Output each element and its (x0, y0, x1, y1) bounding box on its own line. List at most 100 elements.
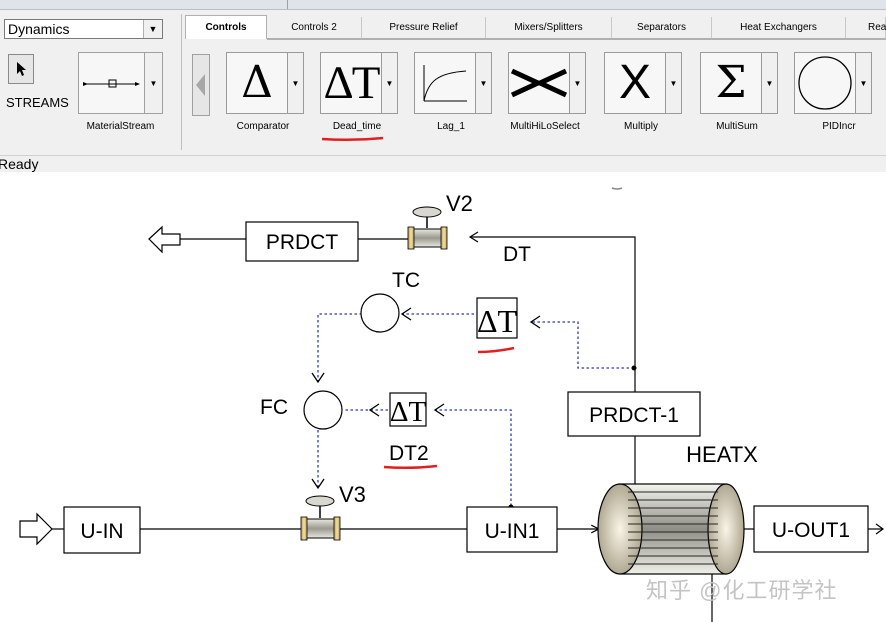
model-palette: Dynamics ▼ STREAMS ▼ MaterialStream Cont… (0, 0, 886, 155)
multi-hilo-select-label: MultiHiLoSelect (510, 121, 580, 132)
material-stream-block[interactable] (78, 52, 145, 114)
multiply-dropdown[interactable]: ▼ (666, 52, 682, 114)
pid-incr-dropdown[interactable]: ▼ (856, 52, 872, 114)
palette-scroll-left-button[interactable] (192, 54, 210, 116)
block-uout1-label: U-OUT1 (772, 519, 850, 542)
flowsheet-canvas[interactable]: PRDCT PRDCT-1 U-IN U-IN1 U-OUT1 (0, 172, 886, 622)
tab-heat-exchangers[interactable]: Heat Exchangers (712, 17, 846, 39)
valve-v2-label: V2 (446, 191, 473, 216)
chevron-down-icon[interactable]: ▼ (143, 20, 162, 38)
multi-hilo-select-block[interactable] (508, 52, 570, 114)
valve-v3[interactable]: V3 (300, 482, 366, 541)
highlight-underline-dt2 (383, 464, 438, 470)
tab-underline (267, 39, 886, 40)
stream-dt-arrow (468, 231, 479, 243)
block-uin1[interactable]: U-IN1 (466, 506, 558, 553)
dead-time-dt-symbol: ΔT (477, 303, 518, 339)
lag-block[interactable] (414, 52, 476, 114)
material-stream-icon (83, 79, 140, 88)
signal-lines (317, 313, 634, 506)
material-streams (52, 236, 885, 622)
block-uout1[interactable]: U-OUT1 (753, 505, 869, 553)
highlight-underline (321, 136, 384, 142)
controller-tc[interactable]: TC (360, 269, 420, 333)
multiply-icon: X (618, 56, 651, 109)
arrow-dt2-out (368, 403, 380, 417)
signal-prdct1-dt[interactable] (532, 321, 634, 369)
stream-dt[interactable] (470, 236, 636, 392)
controller-tc-label: TC (392, 269, 420, 292)
highlight-underline-dt (477, 346, 515, 354)
canvas-mark (611, 187, 623, 190)
feed-inlet-arrow-icon (19, 512, 53, 546)
heat-exchanger-heatx[interactable]: HEATX (597, 442, 758, 575)
block-prdct[interactable]: PRDCT (245, 221, 359, 262)
lag-dropdown[interactable]: ▼ (476, 52, 492, 114)
tab-controls-2[interactable]: Controls 2 (267, 17, 362, 39)
pointer-icon (17, 62, 26, 76)
hilo-select-icon (510, 68, 568, 98)
block-uin1-label: U-IN1 (485, 520, 540, 543)
material-stream-label: MaterialStream (86, 121, 155, 132)
circle-icon (798, 56, 852, 110)
block-prdct1[interactable]: PRDCT-1 (567, 391, 701, 437)
palette-divider (181, 14, 182, 150)
valve-v3-label: V3 (339, 482, 366, 507)
tab-controls[interactable]: Controls (185, 15, 267, 39)
comparator-label: Comparator (236, 121, 290, 132)
dead-time-dt[interactable]: ΔT (476, 297, 518, 354)
pid-incr-block[interactable] (794, 52, 856, 114)
block-uin-label: U-IN (80, 520, 123, 543)
lag-curve-icon (423, 65, 467, 102)
simulation-mode-select[interactable]: Dynamics ▼ (4, 19, 163, 39)
controller-fc[interactable]: FC (260, 390, 343, 430)
multiply-block[interactable]: X (604, 52, 666, 114)
controller-fc-label: FC (260, 396, 288, 419)
arrow-into-tc (400, 307, 412, 321)
tab-pressure-relief[interactable]: Pressure Relief (362, 17, 486, 39)
stream-dt-label: DT (503, 243, 531, 266)
multiply-label: Multiply (624, 121, 658, 132)
pid-incr-label: PIDIncr (822, 121, 856, 132)
tab-mixers-splitters[interactable]: Mixers/Splitters (486, 17, 612, 39)
signal-uin1-dt2[interactable] (436, 409, 512, 506)
sigma-icon: Σ (715, 57, 747, 108)
material-stream-dropdown[interactable]: ▼ (145, 52, 163, 114)
streams-label: STREAMS (6, 95, 69, 110)
delta-t-icon: ΔT (323, 56, 381, 109)
delta-icon: Δ (241, 57, 273, 108)
pointer-select-button[interactable] (8, 54, 34, 84)
status-bar: Ready (0, 155, 886, 172)
tab-reactors[interactable]: Rea (846, 17, 886, 39)
dead-time-label: Dead_time (332, 121, 382, 132)
comparator-block[interactable]: Δ (226, 52, 288, 114)
dead-time-dt2-symbol: ΔT (390, 396, 427, 428)
arrow-into-v3 (311, 478, 325, 490)
window-top-strip (0, 0, 886, 10)
dead-time-dropdown[interactable]: ▼ (382, 52, 398, 114)
dead-time-block[interactable]: ΔT (320, 52, 382, 114)
multisum-block[interactable]: Σ (700, 52, 762, 114)
arrow-into-dt2 (433, 403, 445, 417)
multi-hilo-select-dropdown[interactable]: ▼ (570, 52, 586, 114)
lag-label: Lag_1 (437, 121, 465, 132)
comparator-dropdown[interactable]: ▼ (288, 52, 304, 114)
simulation-mode-value: Dynamics (8, 21, 70, 37)
multisum-dropdown[interactable]: ▼ (762, 52, 778, 114)
valve-v2[interactable]: V2 (407, 191, 473, 250)
tap-point-prdct1 (631, 365, 637, 371)
heatx-label: HEATX (686, 442, 758, 467)
tab-separators[interactable]: Separators (612, 17, 712, 39)
block-prdct-label: PRDCT (266, 231, 339, 254)
block-prdct1-label: PRDCT-1 (589, 404, 679, 427)
watermark: 知乎 @化工研学社 (646, 578, 838, 603)
block-uin[interactable]: U-IN (63, 506, 141, 554)
stream-uout1-arrow (875, 523, 885, 535)
stream-dt2-label: DT2 (389, 442, 429, 465)
dead-time-dt2[interactable]: ΔT (389, 392, 427, 428)
arrow-into-fc (311, 372, 325, 384)
status-text: Ready (0, 156, 39, 172)
signal-tc-fc[interactable] (317, 313, 362, 382)
signal-arrows (311, 307, 541, 490)
arrow-into-dt (529, 315, 541, 329)
